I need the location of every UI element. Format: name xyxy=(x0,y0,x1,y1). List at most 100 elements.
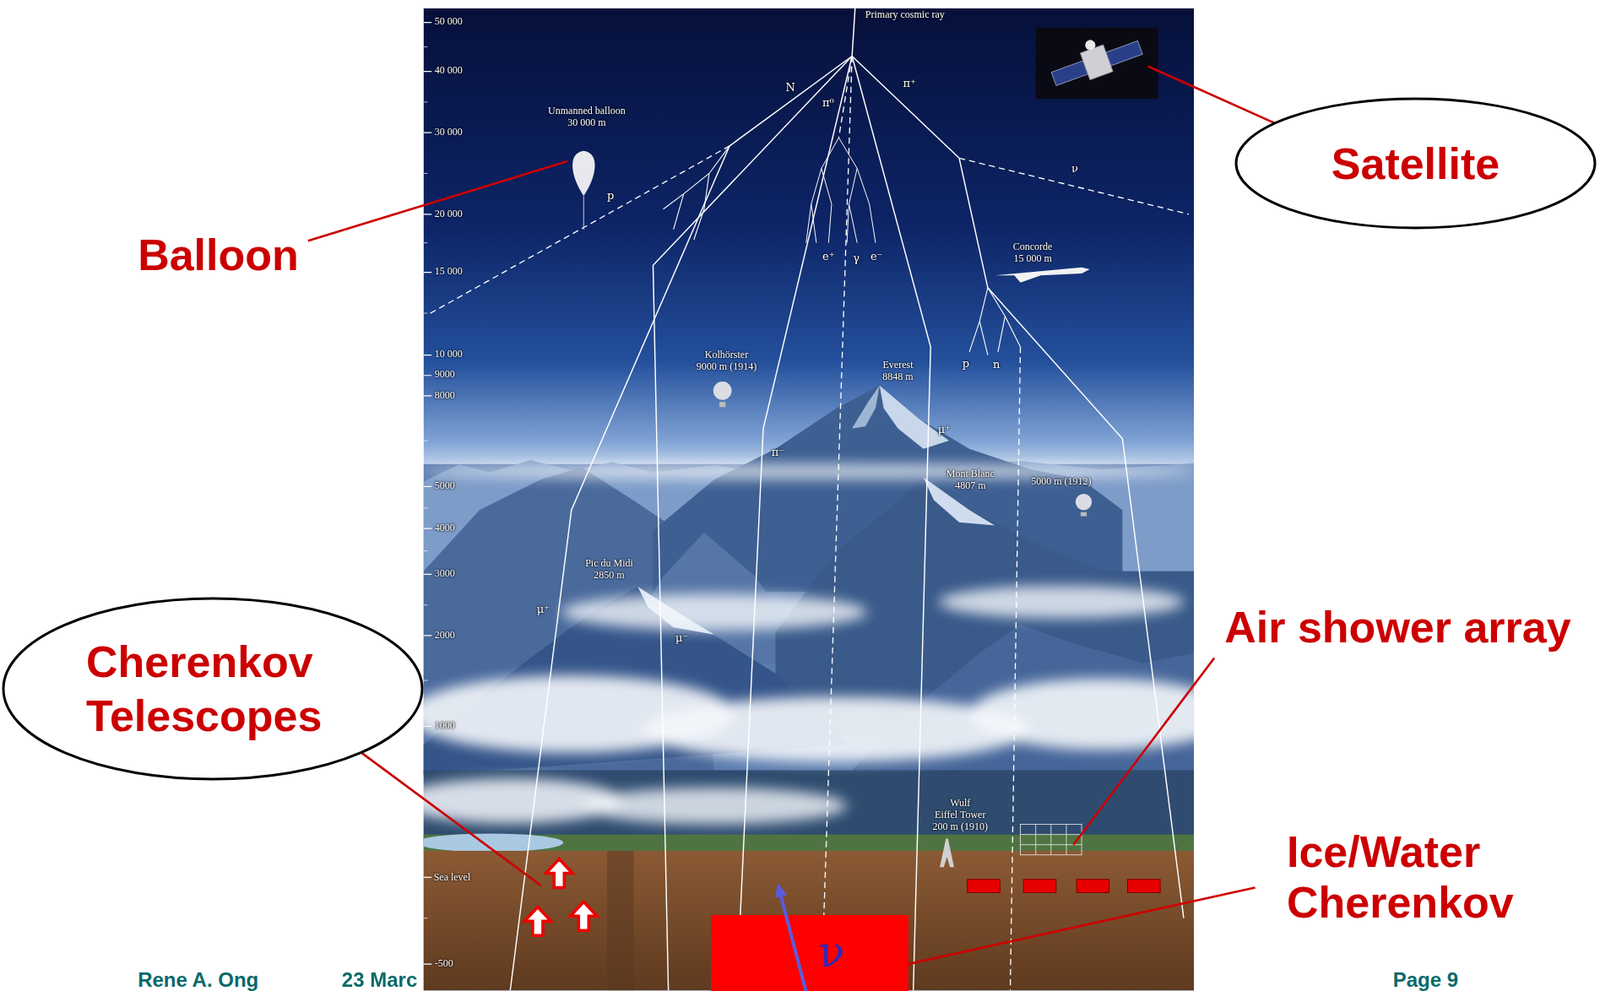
particle-label: n xyxy=(992,358,1000,371)
leader-line xyxy=(308,161,568,241)
cloud xyxy=(581,787,847,825)
satellite-body xyxy=(1079,44,1113,81)
track xyxy=(987,287,1184,919)
leader-line xyxy=(1073,658,1215,846)
ground xyxy=(423,851,1194,991)
place-label: Eiffel Tower 200 m (1910) xyxy=(931,808,989,833)
place-label: Everest 8848 m xyxy=(879,358,917,383)
altitude-label: 2000 xyxy=(434,629,456,640)
balloon-basket xyxy=(1080,512,1087,517)
clouds xyxy=(423,463,1194,825)
dashed-track xyxy=(1009,347,1020,991)
neutrino-arrow xyxy=(710,915,909,991)
minor-ticks xyxy=(423,47,429,919)
track xyxy=(509,146,730,991)
tank xyxy=(1076,879,1110,894)
altitude-label: 9000 xyxy=(434,368,456,380)
place-label: Wulf xyxy=(949,797,971,809)
telescope-icon xyxy=(524,906,551,936)
altitude-label: 40 000 xyxy=(434,65,463,76)
balloon-basket xyxy=(719,401,726,407)
particle-label: π⁻ xyxy=(771,446,785,459)
footer-text: Rene A. Ong xyxy=(137,969,259,991)
oval-outline xyxy=(1,596,424,782)
particle-label: N xyxy=(786,81,796,94)
callout-label: Ice/Water Cherenkov xyxy=(1286,826,1541,928)
cherenkov-telescope-icons xyxy=(524,859,597,937)
oval-label: Cherenkov Telescopes xyxy=(86,634,340,744)
particle-label: γ xyxy=(852,252,860,265)
primary-track xyxy=(851,8,856,57)
track xyxy=(851,55,931,991)
unmanned-balloon xyxy=(572,151,595,196)
footer-text: 23 Marc xyxy=(341,969,418,991)
place-label: Primary cosmic ray xyxy=(865,8,945,21)
solar-panel xyxy=(1106,40,1143,66)
place-label: Concorde 15 000 m xyxy=(1010,240,1055,265)
callout-label: Air shower array xyxy=(1224,602,1571,653)
altitude-label: 15 000 xyxy=(434,265,463,277)
particle-label: e⁻ xyxy=(870,250,884,263)
particle-label: p xyxy=(962,357,970,370)
dashed-track xyxy=(428,146,731,315)
solar-panel xyxy=(1051,60,1088,87)
everest-snow xyxy=(851,385,880,429)
air-shower-array-grid xyxy=(1020,824,1083,856)
oval-outline-shape xyxy=(1236,98,1595,228)
satellite-photo-ground xyxy=(1035,27,1159,100)
illustration-layer xyxy=(308,8,1297,991)
altitude-label: 3000 xyxy=(434,568,456,579)
satellite-oval: Satellite xyxy=(1234,97,1597,230)
leader-line xyxy=(347,743,541,886)
place-label: Sea level xyxy=(433,871,472,884)
altitude-label: -500 xyxy=(434,958,454,969)
tick-marks xyxy=(423,22,433,965)
place-label: Kolhörster 9000 m (1914) xyxy=(694,348,758,373)
place-label: Pic du Midi 2850 m xyxy=(582,557,637,581)
everest-snow xyxy=(879,385,950,450)
place-label: Mont Blanc 4807 m xyxy=(943,467,998,492)
dashed-track xyxy=(821,55,852,991)
cloud xyxy=(938,585,1184,619)
antenna xyxy=(1084,38,1097,52)
cherenkov-telescopes-oval: Cherenkov Telescopes xyxy=(1,596,424,782)
cloud xyxy=(561,593,868,631)
neutrino-arrow-head xyxy=(775,883,787,899)
photon-cascade xyxy=(806,137,876,243)
water-tanks xyxy=(967,879,1161,894)
neutral-tracks xyxy=(428,55,1189,991)
leader-lines xyxy=(308,66,1297,966)
altitude-ticks xyxy=(423,22,433,965)
tank xyxy=(967,879,1001,894)
hess-balloon xyxy=(1075,493,1092,510)
particle-label: μ⁻ xyxy=(675,632,689,645)
particle-label: μ⁺ xyxy=(938,423,951,436)
neutrino-detector-box: ν xyxy=(710,915,909,991)
particle-label: π⁰ xyxy=(822,97,835,109)
callout-label: Balloon xyxy=(137,229,299,281)
altitude-label: 50 000 xyxy=(434,16,463,27)
neutrino-symbol: ν xyxy=(818,928,845,977)
telescope-icon xyxy=(546,859,573,889)
particle-label: π⁺ xyxy=(903,77,917,90)
place-label: Unmanned balloon 30 000 m xyxy=(545,104,629,129)
tank xyxy=(1023,879,1057,894)
footer-text: Page 9 xyxy=(1393,969,1459,991)
telescope-icon xyxy=(570,901,597,931)
scene xyxy=(423,8,1194,991)
particle-label: p xyxy=(607,189,614,202)
track xyxy=(652,55,852,991)
altitude-label: 30 000 xyxy=(434,126,463,137)
particle-tracks xyxy=(509,8,1184,991)
kolhorster-balloon xyxy=(713,381,733,401)
altitude-label: 5000 xyxy=(434,480,456,491)
track xyxy=(737,55,853,991)
neutrino-arrow-shaft xyxy=(781,896,807,991)
oval-outline-shape xyxy=(3,598,423,780)
satellite-icon xyxy=(1045,24,1145,92)
altitude-label: 10 000 xyxy=(434,348,463,359)
oval-label: Satellite xyxy=(1331,136,1500,191)
array-grid xyxy=(1020,824,1083,856)
concorde xyxy=(994,267,1090,283)
leader-line xyxy=(908,887,1256,965)
